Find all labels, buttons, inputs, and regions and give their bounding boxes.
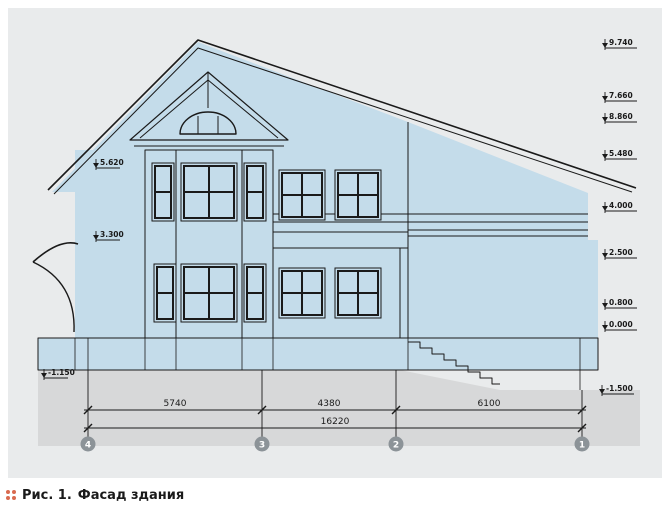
axis-label-1: 1	[579, 441, 585, 451]
annex-wall	[408, 240, 598, 340]
window-lower-3	[278, 267, 326, 319]
roof-line	[47, 39, 637, 191]
window-bay-right-lower	[243, 263, 267, 323]
level-mark-left-2-label: -1.150	[48, 368, 75, 377]
level-marks-right: 9.740 7.660 8.860 5.480 4.000 2.500 0.800 0.000…	[599, 38, 637, 396]
level-mark-left-2: -1.150	[41, 368, 75, 380]
level-mark-right-4: 4.000	[602, 201, 637, 213]
level-mark-left-1: 3.300	[93, 230, 124, 242]
level-mark-right-2-label: 8.860	[609, 112, 633, 121]
level-mark-left-0: 5.620	[93, 158, 124, 170]
window-upper-4	[334, 169, 382, 221]
axis-circle-3	[254, 436, 270, 452]
level-mark-right-8-label: -1.500	[606, 384, 633, 393]
axis-markers: 4 3 2 1	[80, 436, 590, 452]
axis-circle-2	[388, 436, 404, 452]
level-mark-right-1: 7.660	[602, 91, 637, 103]
window-bay-right-upper	[243, 162, 267, 222]
level-mark-left-1-label: 3.300	[100, 230, 124, 239]
level-mark-right-2: 8.860	[602, 112, 637, 124]
dim-span-1: 5740	[164, 399, 187, 409]
level-mark-right-7: 0.000	[602, 320, 637, 332]
level-mark-right-7-label: 0.000	[609, 320, 633, 329]
window-bay-left-upper	[151, 162, 175, 222]
roof-eave	[53, 47, 633, 195]
canopy-arc	[32, 261, 75, 333]
level-mark-right-5-label: 2.500	[609, 248, 633, 257]
caption-bullet-icon	[6, 490, 16, 500]
dim-span-2: 4380	[318, 399, 341, 409]
window-bay-center-lower	[180, 263, 238, 323]
plinth	[37, 337, 599, 371]
window-bay-center-upper	[180, 162, 238, 222]
window-bay-left-lower	[153, 263, 177, 323]
plinth-joints	[74, 338, 581, 390]
axis-label-3: 3	[259, 441, 265, 451]
level-mark-right-0-label: 9.740	[609, 38, 633, 47]
canopy	[32, 242, 79, 263]
axis-label-2: 2	[393, 441, 399, 451]
arched-window	[179, 111, 237, 135]
dimension-lines: 5740 4380 6100 16220	[83, 370, 587, 440]
level-mark-right-3: 5.480	[602, 149, 637, 161]
level-mark-right-1-label: 7.660	[609, 91, 633, 100]
axis-circle-4	[80, 436, 96, 452]
dim-span-3: 6100	[478, 399, 501, 409]
level-mark-right-6-label: 0.800	[609, 298, 633, 307]
windows	[151, 162, 382, 323]
level-mark-right-3-label: 5.480	[609, 149, 633, 158]
level-mark-left-0-label: 5.620	[100, 158, 124, 167]
level-mark-right-8: -1.500	[599, 384, 634, 396]
level-marks-left: 5.620 3.300 -1.150	[41, 158, 124, 380]
ground-area	[38, 370, 640, 446]
level-mark-right-6: 0.800	[602, 298, 637, 310]
figure-caption: Рис. 1. Фасад здания	[6, 486, 184, 504]
caption-text: Фасад здания	[77, 487, 185, 503]
level-mark-right-5: 2.500	[602, 248, 637, 260]
axis-label-4: 4	[85, 441, 91, 451]
level-mark-right-4-label: 4.000	[609, 201, 633, 210]
window-upper-3	[278, 169, 326, 221]
dim-total: 16220	[321, 417, 350, 427]
level-mark-right-0: 9.740	[602, 38, 637, 50]
entrance-stairs	[408, 341, 500, 385]
caption-label: Рис. 1.	[22, 487, 72, 503]
window-lower-4	[334, 267, 382, 319]
axis-circle-1	[574, 436, 590, 452]
